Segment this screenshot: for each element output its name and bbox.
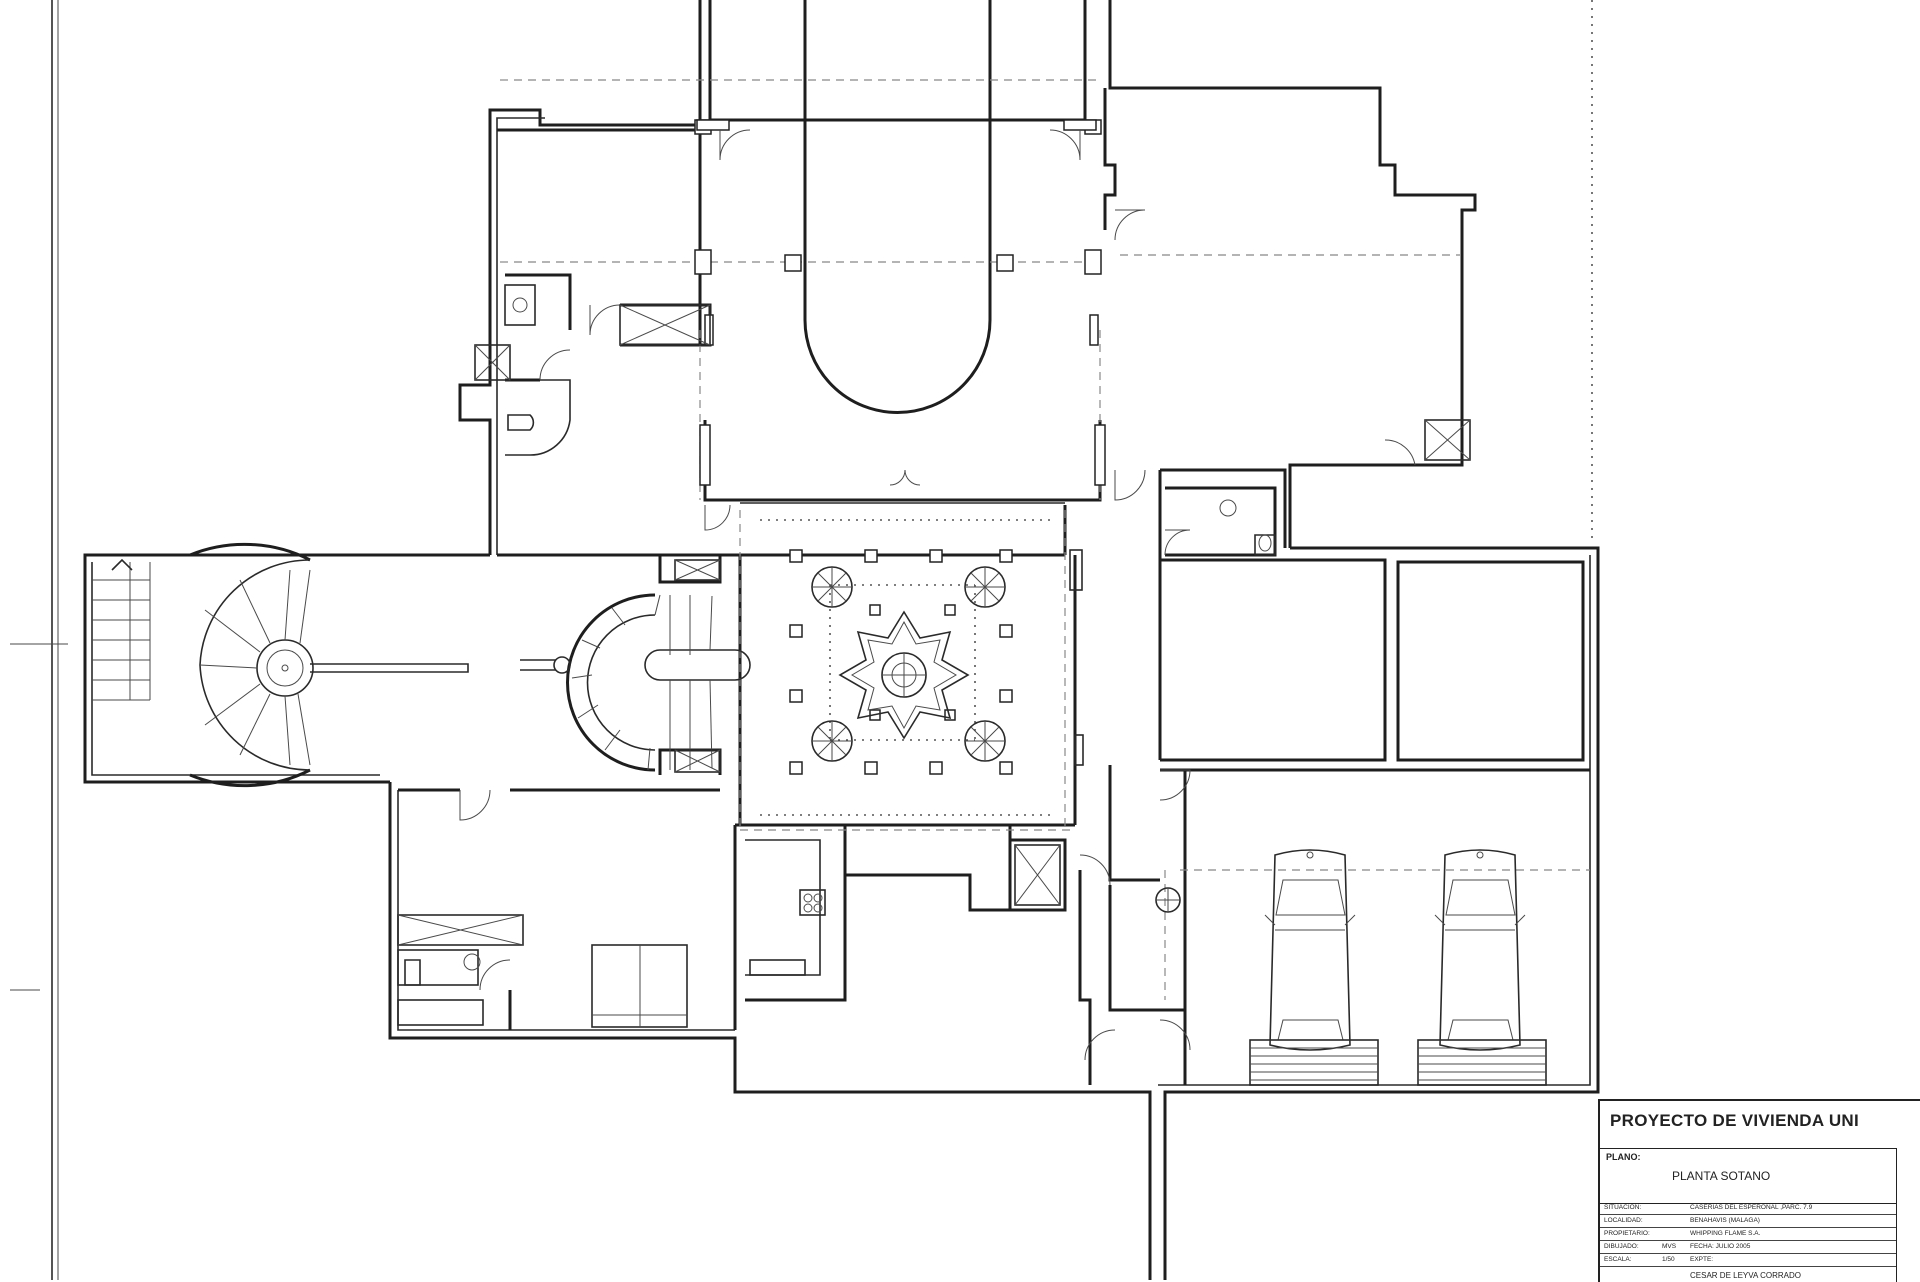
tb-key: SITUACION: bbox=[1604, 1204, 1642, 1211]
tb-row-localidad: LOCALIDAD: BENAHAVIS (MALAGA) bbox=[1600, 1215, 1896, 1228]
tb-mid: 1/50 bbox=[1662, 1256, 1675, 1263]
title-block-rows: SITUACION: CASERIAS DEL ESPERONAL ,PARC.… bbox=[1600, 1202, 1896, 1267]
plano-value: PLANTA SOTANO bbox=[1672, 1169, 1771, 1183]
tb-key: ESCALA: bbox=[1604, 1256, 1632, 1263]
tb-key: LOCALIDAD: bbox=[1604, 1217, 1643, 1224]
tb-row-propietario: PROPIETARIO: WHIPPING FLAME S.A. bbox=[1600, 1228, 1896, 1241]
title-block: PROYECTO DE VIVIENDA UNI PLANO: PLANTA S… bbox=[1598, 1099, 1920, 1282]
sheet-frame bbox=[10, 0, 1593, 1280]
architect-name: CESAR DE LEYVA CORRADO bbox=[1690, 1271, 1801, 1280]
tb-value: WHIPPING FLAME S.A. bbox=[1690, 1230, 1761, 1237]
project-title: PROYECTO DE VIVIENDA UNI bbox=[1610, 1111, 1860, 1130]
tb-value: FECHA: JULIO 2005 bbox=[1690, 1243, 1751, 1250]
doors bbox=[459, 129, 1416, 1061]
plano-label: PLANO: bbox=[1606, 1152, 1641, 1162]
rosette-bottom-right bbox=[964, 720, 1006, 762]
car-right bbox=[1417, 849, 1547, 1086]
exterior-walls bbox=[83, 0, 1600, 1280]
spiral-staircase-center bbox=[520, 559, 751, 773]
tb-value: BENAHAVIS (MALAGA) bbox=[1690, 1217, 1760, 1224]
tb-value: CASERIAS DEL ESPERONAL ,PARC. 7.9 bbox=[1690, 1204, 1813, 1211]
rosette-bottom-left bbox=[811, 720, 853, 762]
bathroom-fixtures bbox=[397, 284, 1471, 1028]
central-hall-pattern bbox=[789, 549, 1013, 775]
columns bbox=[694, 119, 1106, 486]
spiral-staircase-left bbox=[92, 542, 469, 788]
plano-row: PLANO: PLANTA SOTANO bbox=[1600, 1148, 1896, 1204]
garage-cars bbox=[1249, 849, 1547, 1086]
tb-row-dibujado: DIBUJADO: MVS FECHA: JULIO 2005 bbox=[1600, 1241, 1896, 1254]
tb-key: PROPIETARIO: bbox=[1604, 1230, 1650, 1237]
tb-row-escala: ESCALA: 1/50 EXPTE: bbox=[1600, 1254, 1896, 1267]
tb-mid: MVS bbox=[1662, 1243, 1677, 1250]
tb-row-situacion: SITUACION: CASERIAS DEL ESPERONAL ,PARC.… bbox=[1600, 1202, 1896, 1215]
structural-grid bbox=[500, 79, 1590, 1000]
car-left bbox=[1249, 849, 1379, 1086]
tb-key: DIBUJADO: bbox=[1604, 1243, 1639, 1250]
title-block-side-column bbox=[1896, 1148, 1920, 1282]
rosette-top-left bbox=[811, 566, 853, 608]
rosette-top-right bbox=[964, 566, 1006, 608]
tb-value: EXPTE: bbox=[1690, 1256, 1714, 1263]
